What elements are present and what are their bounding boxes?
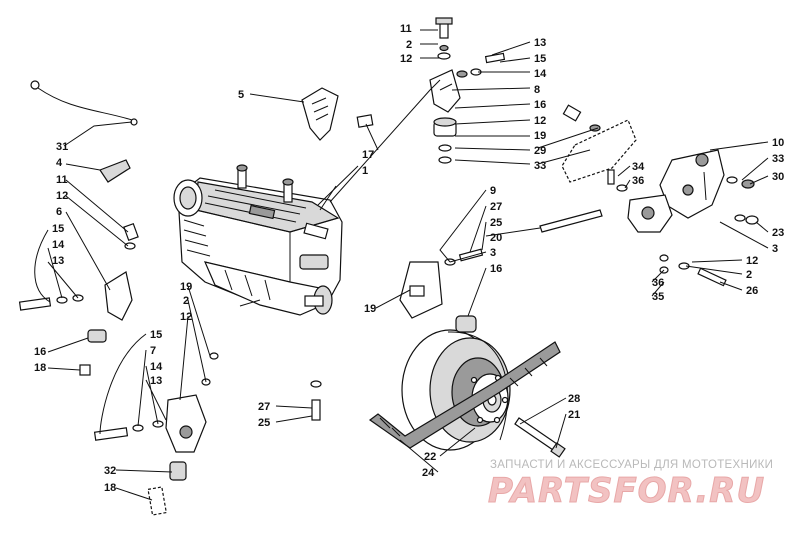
callout: 19 — [180, 281, 192, 293]
engine-assembly — [173, 164, 343, 316]
callout: 8 — [534, 84, 540, 96]
callout: 13 — [52, 255, 64, 267]
callout: 9 — [490, 185, 496, 197]
drive-belt — [368, 341, 561, 449]
callout: 23 — [772, 227, 784, 239]
callout: 33 — [772, 153, 784, 165]
callout: 16 — [490, 263, 502, 275]
callout: 29 — [534, 145, 546, 157]
callout: 31 — [56, 141, 68, 153]
left-bracket-6 — [18, 80, 139, 376]
callout: 14 — [52, 239, 65, 251]
callout: 3 — [772, 243, 778, 255]
callout: 2 — [183, 295, 189, 307]
callout: 18 — [34, 362, 46, 374]
callout: 35 — [652, 291, 664, 303]
callout: 15 — [150, 329, 162, 341]
callout: 36 — [632, 175, 644, 187]
callout: 2 — [746, 269, 752, 281]
callout-labels: 11 2 12 13 15 14 8 16 12 19 29 33 10 33 … — [34, 23, 784, 494]
callout: 3 — [490, 247, 496, 259]
callout: 11 — [56, 174, 68, 186]
leader-lines — [34, 29, 769, 501]
mid-bracket-9 — [310, 169, 759, 421]
watermark-caption: ЗАПЧАСТИ И АКСЕССУАРЫ ДЛЯ МОТОТЕХНИКИ — [490, 459, 773, 471]
callout: 12 — [534, 115, 546, 127]
callout: 10 — [772, 137, 784, 149]
callout: 7 — [150, 345, 156, 357]
callout: 11 — [400, 23, 412, 35]
callout: 1 — [362, 165, 368, 177]
lower-bracket-7 — [93, 352, 219, 516]
callout: 15 — [52, 223, 64, 235]
callout: 13 — [150, 375, 162, 387]
callout: 19 — [364, 303, 376, 315]
callout: 27 — [490, 201, 502, 213]
callout: 4 — [56, 157, 63, 169]
callout: 18 — [104, 482, 116, 494]
callout: 16 — [34, 346, 46, 358]
callout: 34 — [632, 161, 645, 173]
callout: 13 — [534, 37, 546, 49]
callout: 33 — [534, 160, 546, 172]
callout: 24 — [422, 467, 435, 479]
callout: 5 — [238, 89, 244, 101]
callout: 2 — [406, 39, 412, 51]
callout: 20 — [490, 232, 502, 244]
watermark: ЗАПЧАСТИ И АКСЕССУАРЫ ДЛЯ МОТОТЕХНИКИ PA… — [488, 459, 773, 512]
bracket-5 — [301, 87, 374, 141]
callout: 21 — [568, 409, 580, 421]
callout: 26 — [746, 285, 758, 297]
callout: 25 — [258, 417, 270, 429]
callout: 14 — [534, 68, 547, 80]
callout: 6 — [56, 206, 62, 218]
bracket-29 — [561, 104, 637, 183]
callout: 15 — [534, 53, 546, 65]
callout: 12 — [746, 255, 758, 267]
callout: 22 — [424, 451, 436, 463]
clutch-bolt — [514, 417, 566, 458]
callout: 14 — [150, 361, 163, 373]
callout: 12 — [56, 190, 68, 202]
callout: 36 — [652, 277, 664, 289]
callout: 27 — [258, 401, 270, 413]
callout: 28 — [568, 393, 580, 405]
right-engine-bracket — [627, 149, 725, 233]
callout: 16 — [534, 99, 546, 111]
callout: 19 — [534, 130, 546, 142]
callout: 30 — [772, 171, 784, 183]
watermark-logo: PARTSFOR.RU — [488, 471, 765, 511]
top-engine-mount-stack — [429, 17, 506, 164]
callout: 17 — [362, 149, 374, 161]
callout: 25 — [490, 217, 502, 229]
callout: 12 — [180, 311, 192, 323]
callout: 32 — [104, 465, 116, 477]
callout: 12 — [400, 53, 412, 65]
